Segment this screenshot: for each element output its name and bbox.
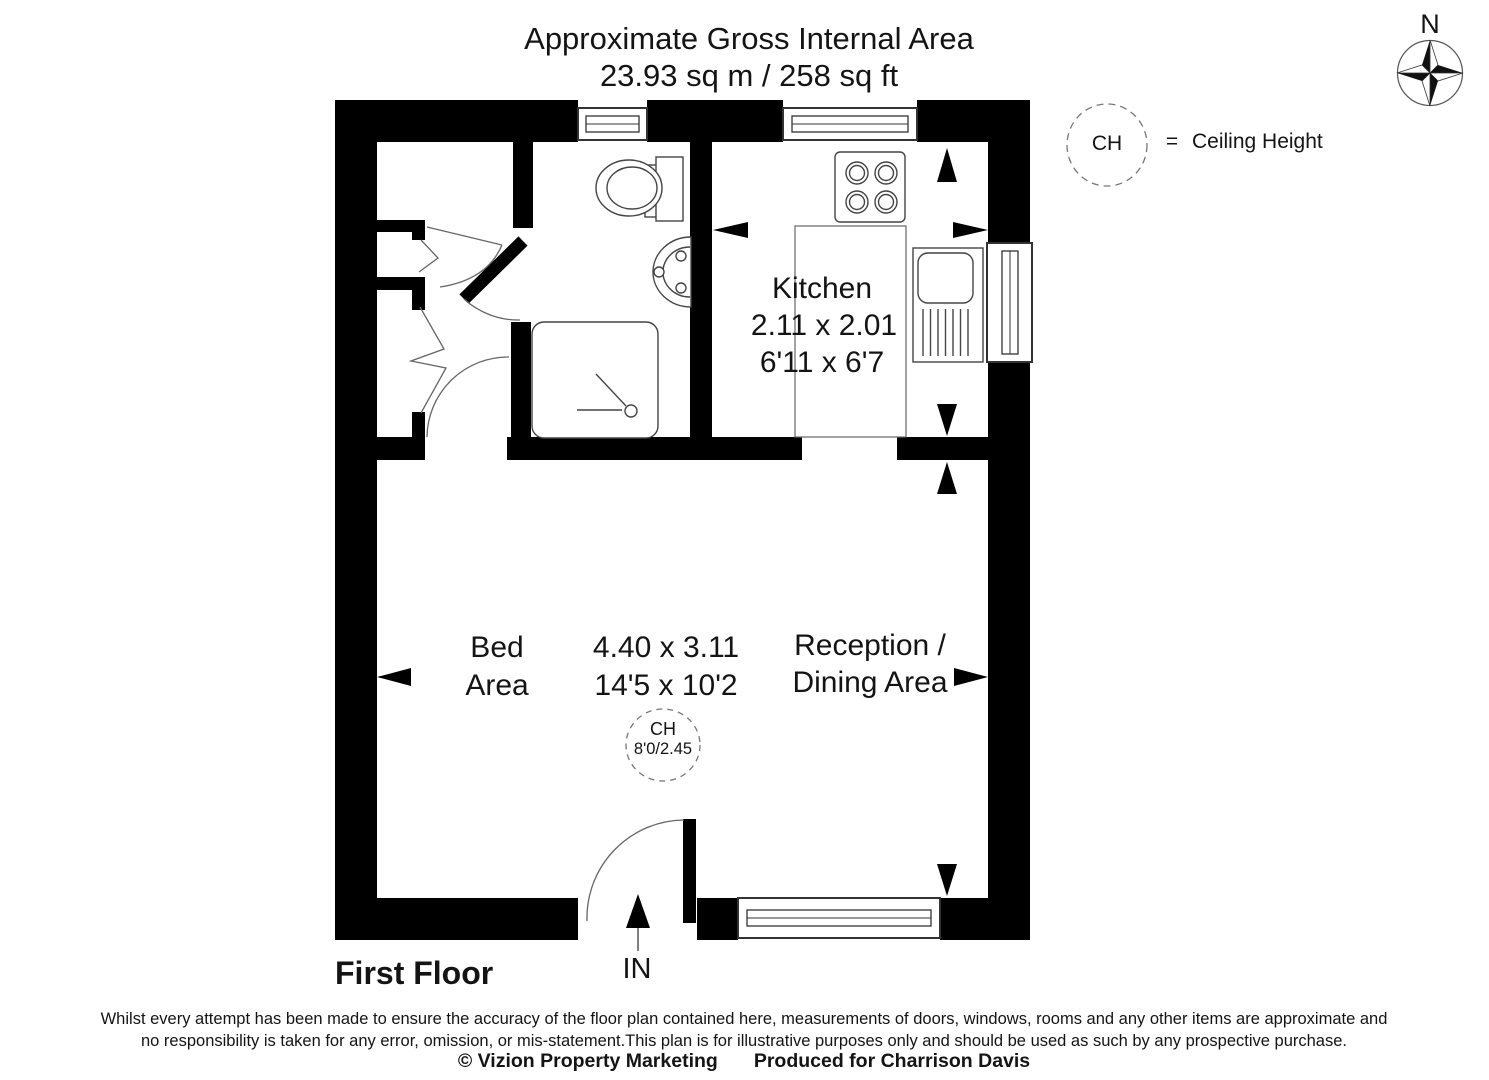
entry-door-arc [586,819,685,922]
main-room-size-imperial: 14'5 x 10'2 [594,669,738,702]
ceiling-height-circle [625,708,701,782]
wall [690,142,712,437]
hob-icon [834,151,906,223]
arrow-left-icon [713,222,748,238]
wall-stub [412,277,425,310]
bed-area-label-line1: Bed [470,631,524,664]
arrow-left-icon [377,668,411,686]
arrow-up-icon [937,462,957,494]
reception-label-line2: Dining Area [792,666,948,699]
wall [335,100,578,142]
bed-area-label-line2: Area [465,669,529,702]
folding-door [418,239,439,273]
kitchen-size-imperial: 6'11 x 6'7 [759,346,885,379]
copyright-text: © Vizion Property Marketing [457,1050,718,1072]
wall [511,322,531,460]
arrow-down-icon [937,864,957,896]
main-room-size-metric: 4.40 x 3.11 [592,631,740,664]
wall [335,898,578,940]
closet-door-leaf [426,226,503,246]
wall [697,898,738,940]
arrow-down-icon [937,404,957,436]
entrance-arrow-icon [626,894,650,951]
compass-north-label: N [1420,9,1440,39]
toilet-icon [595,156,684,222]
page-title-line1: Approximate Gross Internal Area [524,21,974,56]
legend-ch-circle [1066,103,1148,187]
produced-for-text: Produced for Charrison Davis [753,1050,1031,1072]
wall [513,142,533,228]
wall-stub [412,220,425,240]
reception-label-line1: Reception / [794,629,946,662]
legend-equals: = [1165,130,1179,153]
folding-door [408,306,448,414]
kitchen-size-metric: 2.11 x 2.01 [750,309,898,342]
wall [988,362,1030,940]
wall [375,437,425,460]
door-arcs [408,226,685,922]
arrow-right-icon [953,222,988,238]
kitchen-counter [794,225,907,438]
wall-structure [335,100,1030,940]
window-bathroom-top [577,107,648,141]
wall [335,100,377,940]
wall [897,437,988,460]
ceiling-height-symbol: CH [650,719,676,739]
windows [577,107,1033,939]
closet-door-arc [439,244,503,288]
page-title-line2: 23.93 sq m / 258 sq ft [599,58,899,93]
floor-label: First Floor [335,955,494,991]
hall-door-arc [426,356,510,438]
window-reception-bottom [737,897,941,939]
legend-ch-symbol: CH [1091,132,1123,155]
compass-icon [1396,39,1464,107]
window-kitchen-top [782,107,918,141]
arrow-up-icon [937,148,957,182]
entry-door-leaf [683,819,696,923]
bathroom-door-arc [463,298,521,321]
wall [507,437,802,460]
kitchen-label: Kitchen [771,272,873,305]
legend-description: Ceiling Height [1192,130,1323,153]
wall-stub [412,412,425,437]
shower-icon [531,321,659,439]
wall [940,898,1030,940]
bathroom-door-leaf [459,236,528,304]
entrance-label: IN [622,953,652,985]
arrow-right-icon [954,668,988,686]
disclaimer-line1: Whilst every attempt has been made to en… [100,1010,1388,1028]
window-kitchen-right [986,242,1033,363]
basin-icon [652,236,692,308]
credits-line: © Vizion Property Marketing Produced for … [457,1050,1031,1073]
disclaimer-line2: no responsibility is taken for any error… [140,1032,1348,1050]
ceiling-height-value: 8'0/2.45 [633,740,693,758]
wall [988,100,1030,243]
fixtures [531,151,984,439]
dimension-arrows [377,148,988,896]
wall [647,100,783,142]
sink-icon [912,247,984,363]
